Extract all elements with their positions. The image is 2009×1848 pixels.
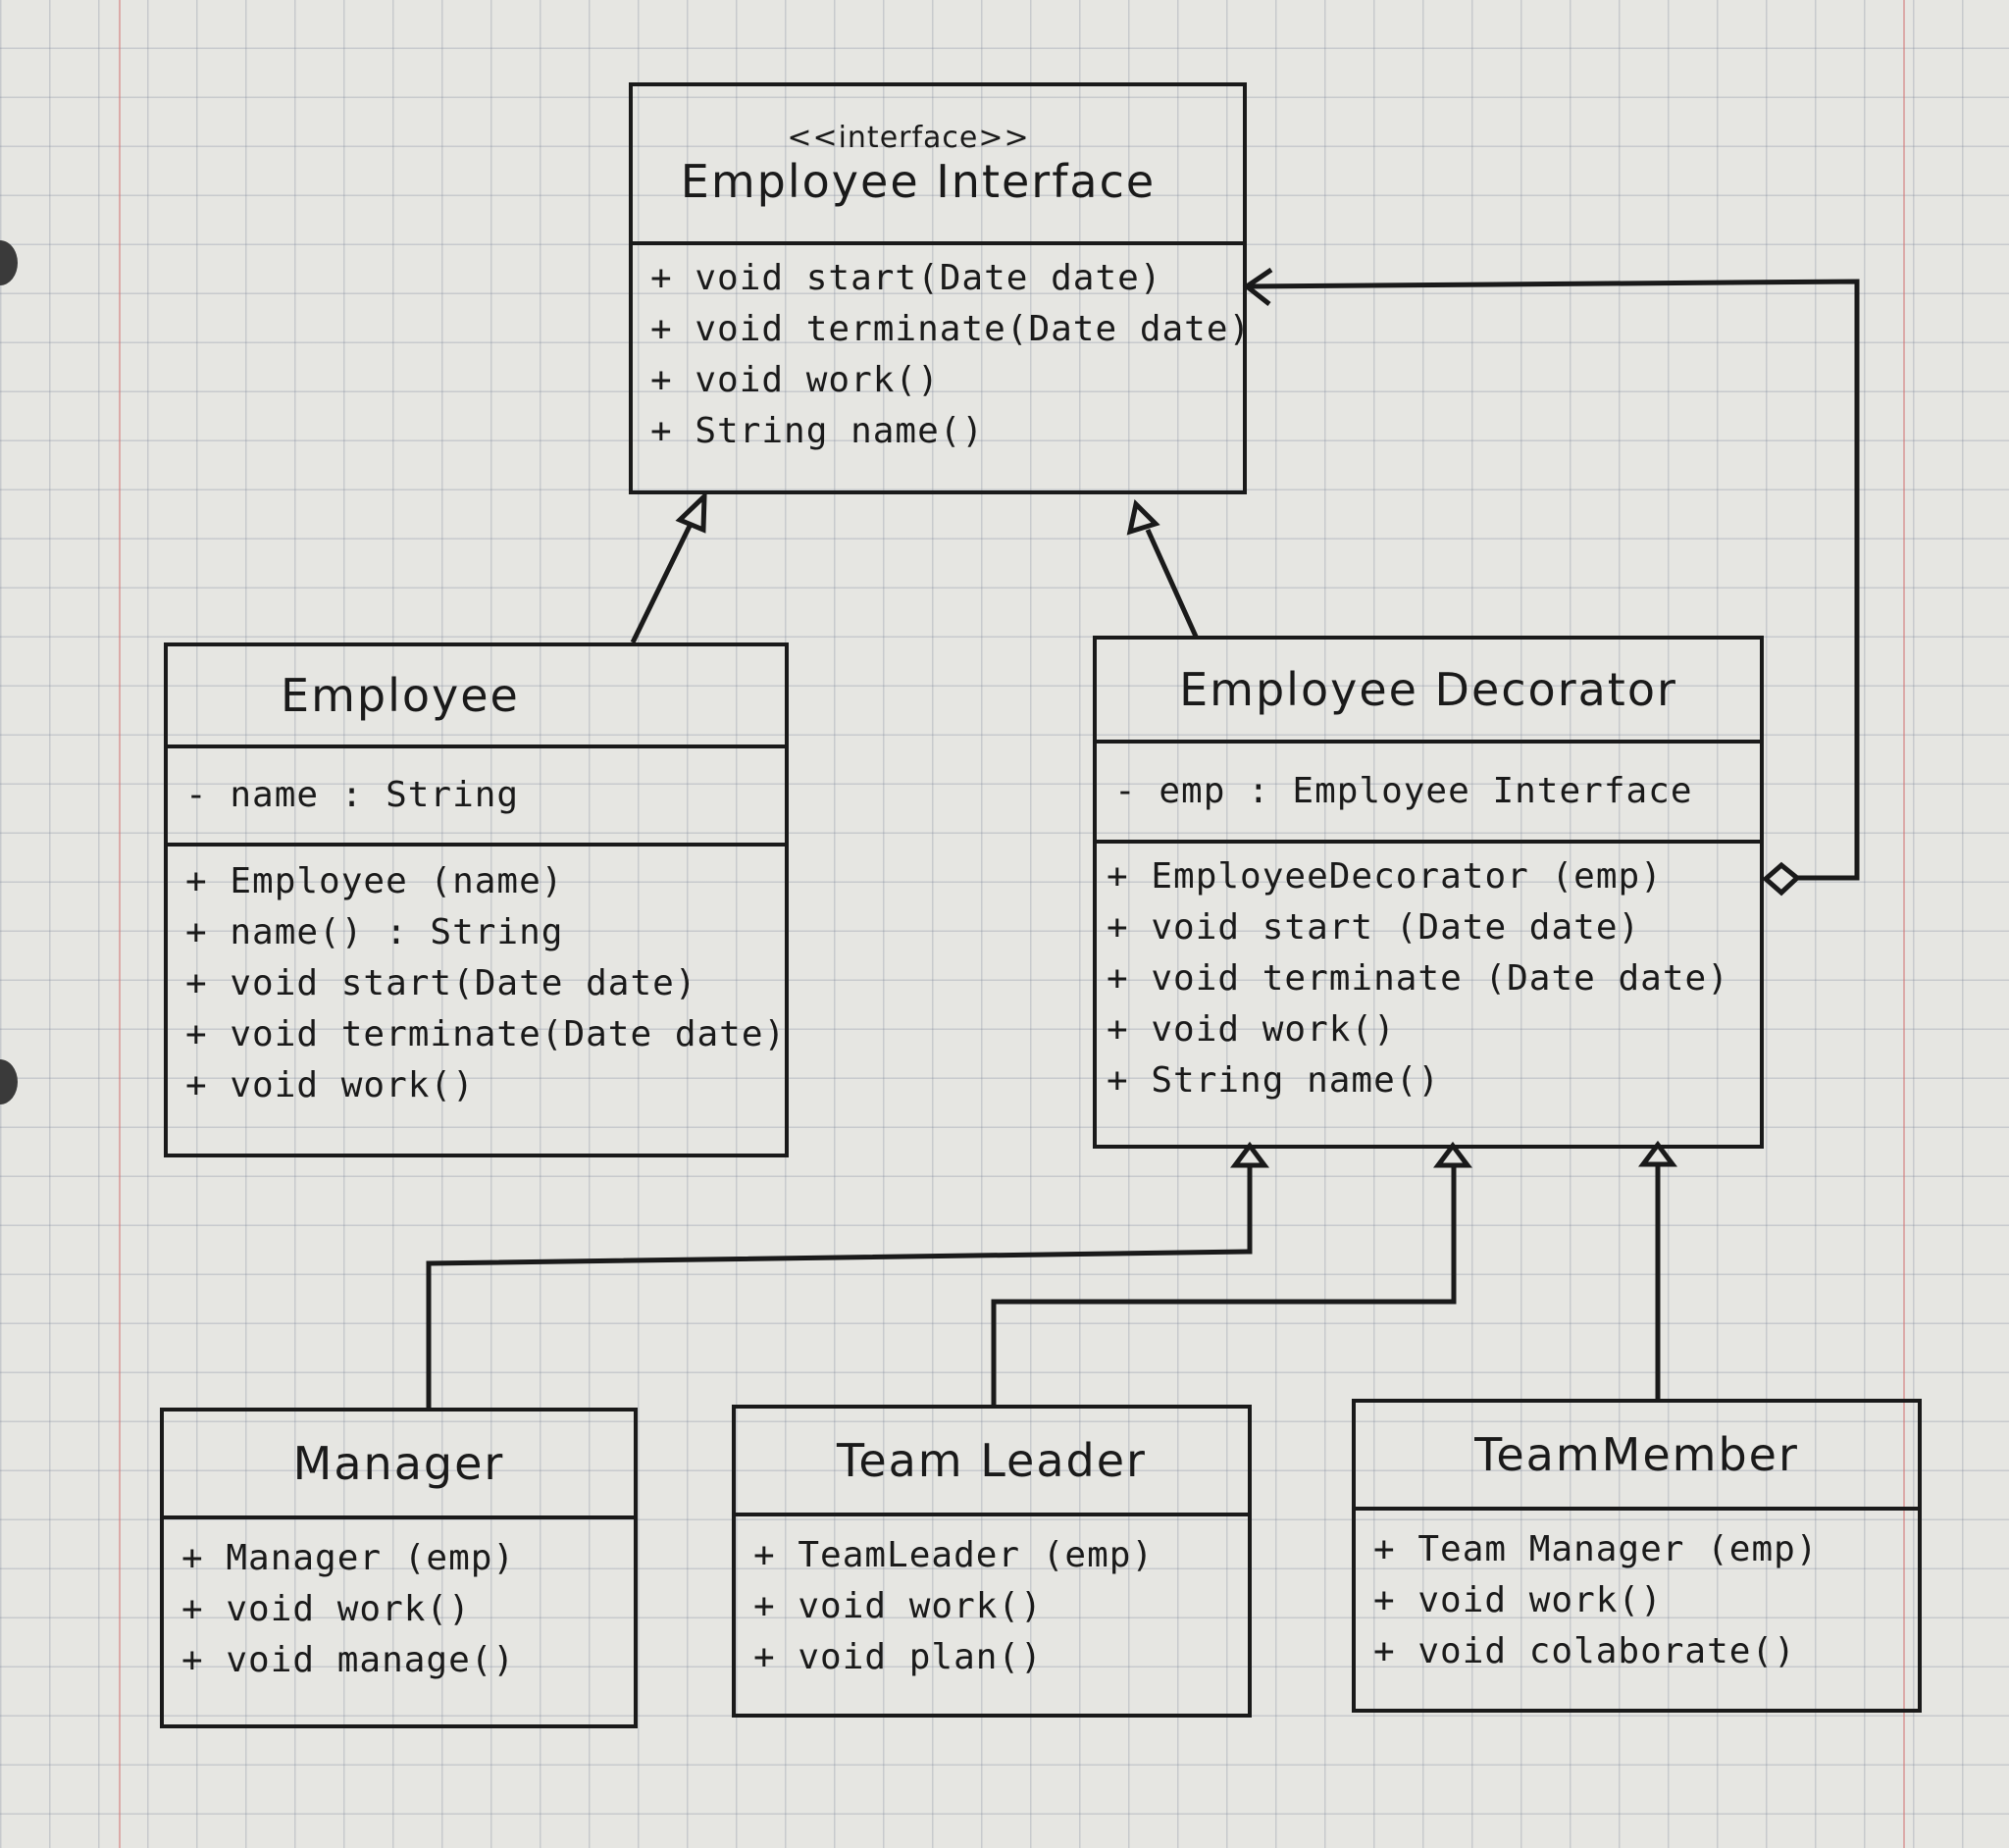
operation: + String name() bbox=[650, 411, 985, 451]
operation: + Employee (name) bbox=[185, 861, 564, 901]
operation: + void work() bbox=[1107, 1009, 1396, 1050]
class-header: Employee Decorator bbox=[1097, 640, 1760, 740]
class-name: Employee Decorator bbox=[1179, 663, 1677, 716]
operations-compartment: + void start(Date date) + void terminate… bbox=[633, 241, 1252, 471]
operation: + Manager (emp) bbox=[181, 1538, 516, 1578]
generalization-line-manager bbox=[426, 1163, 1253, 1408]
class-name: Manager bbox=[292, 1437, 505, 1490]
aggregation-line bbox=[1246, 279, 1860, 881]
operation: + EmployeeDecorator (emp) bbox=[1107, 856, 1663, 897]
class-header: <<interface>> Employee Interface bbox=[633, 86, 1243, 241]
operations-compartment: + Team Manager (emp) + void work() + voi… bbox=[1356, 1507, 1918, 1691]
operation: + void colaborate() bbox=[1373, 1631, 1796, 1671]
generalization-arrowhead-teamleader bbox=[1433, 1141, 1472, 1168]
aggregation-arrow-tip bbox=[1242, 267, 1273, 306]
notebook-margin-right bbox=[1903, 0, 1905, 1848]
generalization-arrowhead-manager bbox=[1230, 1141, 1269, 1168]
class-header: TeamMember bbox=[1356, 1403, 1918, 1507]
operation: + void start(Date date) bbox=[650, 258, 1162, 298]
operation: + TeamLeader (emp) bbox=[753, 1535, 1155, 1575]
operation: + void manage() bbox=[181, 1640, 516, 1680]
class-name: TeamMember bbox=[1474, 1428, 1799, 1481]
class-header: Manager bbox=[164, 1412, 634, 1515]
operations-compartment: + EmployeeDecorator (emp) + void start (… bbox=[1097, 840, 1760, 1120]
attributes-compartment: - emp : Employee Interface bbox=[1097, 740, 1760, 840]
generalization-line-teamleader bbox=[991, 1163, 1457, 1405]
realization-arrowhead-employee bbox=[675, 489, 707, 534]
operation: + void start (Date date) bbox=[1107, 907, 1641, 948]
operation: + void plan() bbox=[753, 1637, 1043, 1677]
operation: + void start(Date date) bbox=[185, 963, 697, 1003]
aggregation-diamond bbox=[1762, 861, 1801, 897]
operation: + void work() bbox=[181, 1589, 471, 1629]
punch-hole bbox=[0, 1059, 18, 1104]
attributes-compartment: - name : String bbox=[168, 744, 785, 843]
class-team-leader: Team Leader + TeamLeader (emp) + void wo… bbox=[732, 1405, 1252, 1718]
punch-hole bbox=[0, 240, 18, 285]
operation: + name() : String bbox=[185, 912, 564, 952]
class-manager: Manager + Manager (emp) + void work() + … bbox=[160, 1408, 638, 1728]
operations-compartment: + Employee (name) + name() : String + vo… bbox=[168, 843, 785, 1125]
class-team-member: TeamMember + Team Manager (emp) + void w… bbox=[1352, 1399, 1922, 1713]
realization-line-employee bbox=[630, 516, 696, 644]
operations-compartment: + TeamLeader (emp) + void work() + void … bbox=[736, 1513, 1248, 1697]
class-employee: Employee - name : String + Employee (nam… bbox=[164, 642, 789, 1157]
class-name: Employee bbox=[281, 669, 520, 722]
class-header: Employee bbox=[168, 646, 785, 744]
operation: + void terminate (Date date) bbox=[1107, 958, 1729, 999]
class-employee-decorator: Employee Decorator - emp : Employee Inte… bbox=[1093, 636, 1764, 1149]
operation: + void work() bbox=[650, 360, 940, 400]
operations-compartment: + Manager (emp) + void work() + void man… bbox=[164, 1515, 634, 1700]
realization-arrowhead-decorator bbox=[1126, 498, 1160, 536]
class-name: Employee Interface bbox=[680, 154, 1157, 208]
operation: + void work() bbox=[185, 1065, 475, 1105]
operation: + void work() bbox=[753, 1586, 1043, 1626]
realization-line-decorator bbox=[1145, 528, 1200, 641]
class-header: Team Leader bbox=[736, 1409, 1248, 1513]
operation: + Team Manager (emp) bbox=[1373, 1529, 1819, 1569]
operation: + void terminate(Date date) bbox=[650, 309, 1252, 349]
operation: + void terminate(Date date) bbox=[185, 1014, 787, 1054]
class-name: Team Leader bbox=[837, 1434, 1147, 1487]
attribute: - name : String bbox=[185, 775, 520, 815]
class-employee-interface: <<interface>> Employee Interface + void … bbox=[629, 82, 1252, 494]
stereotype-label: <<interface>> bbox=[787, 120, 1030, 155]
attribute: - emp : Employee Interface bbox=[1114, 771, 1693, 811]
operation: + String name() bbox=[1107, 1060, 1441, 1101]
operation: + void work() bbox=[1373, 1580, 1663, 1620]
notebook-margin-left bbox=[119, 0, 121, 1848]
generalization-arrowhead-teammember bbox=[1638, 1140, 1677, 1167]
